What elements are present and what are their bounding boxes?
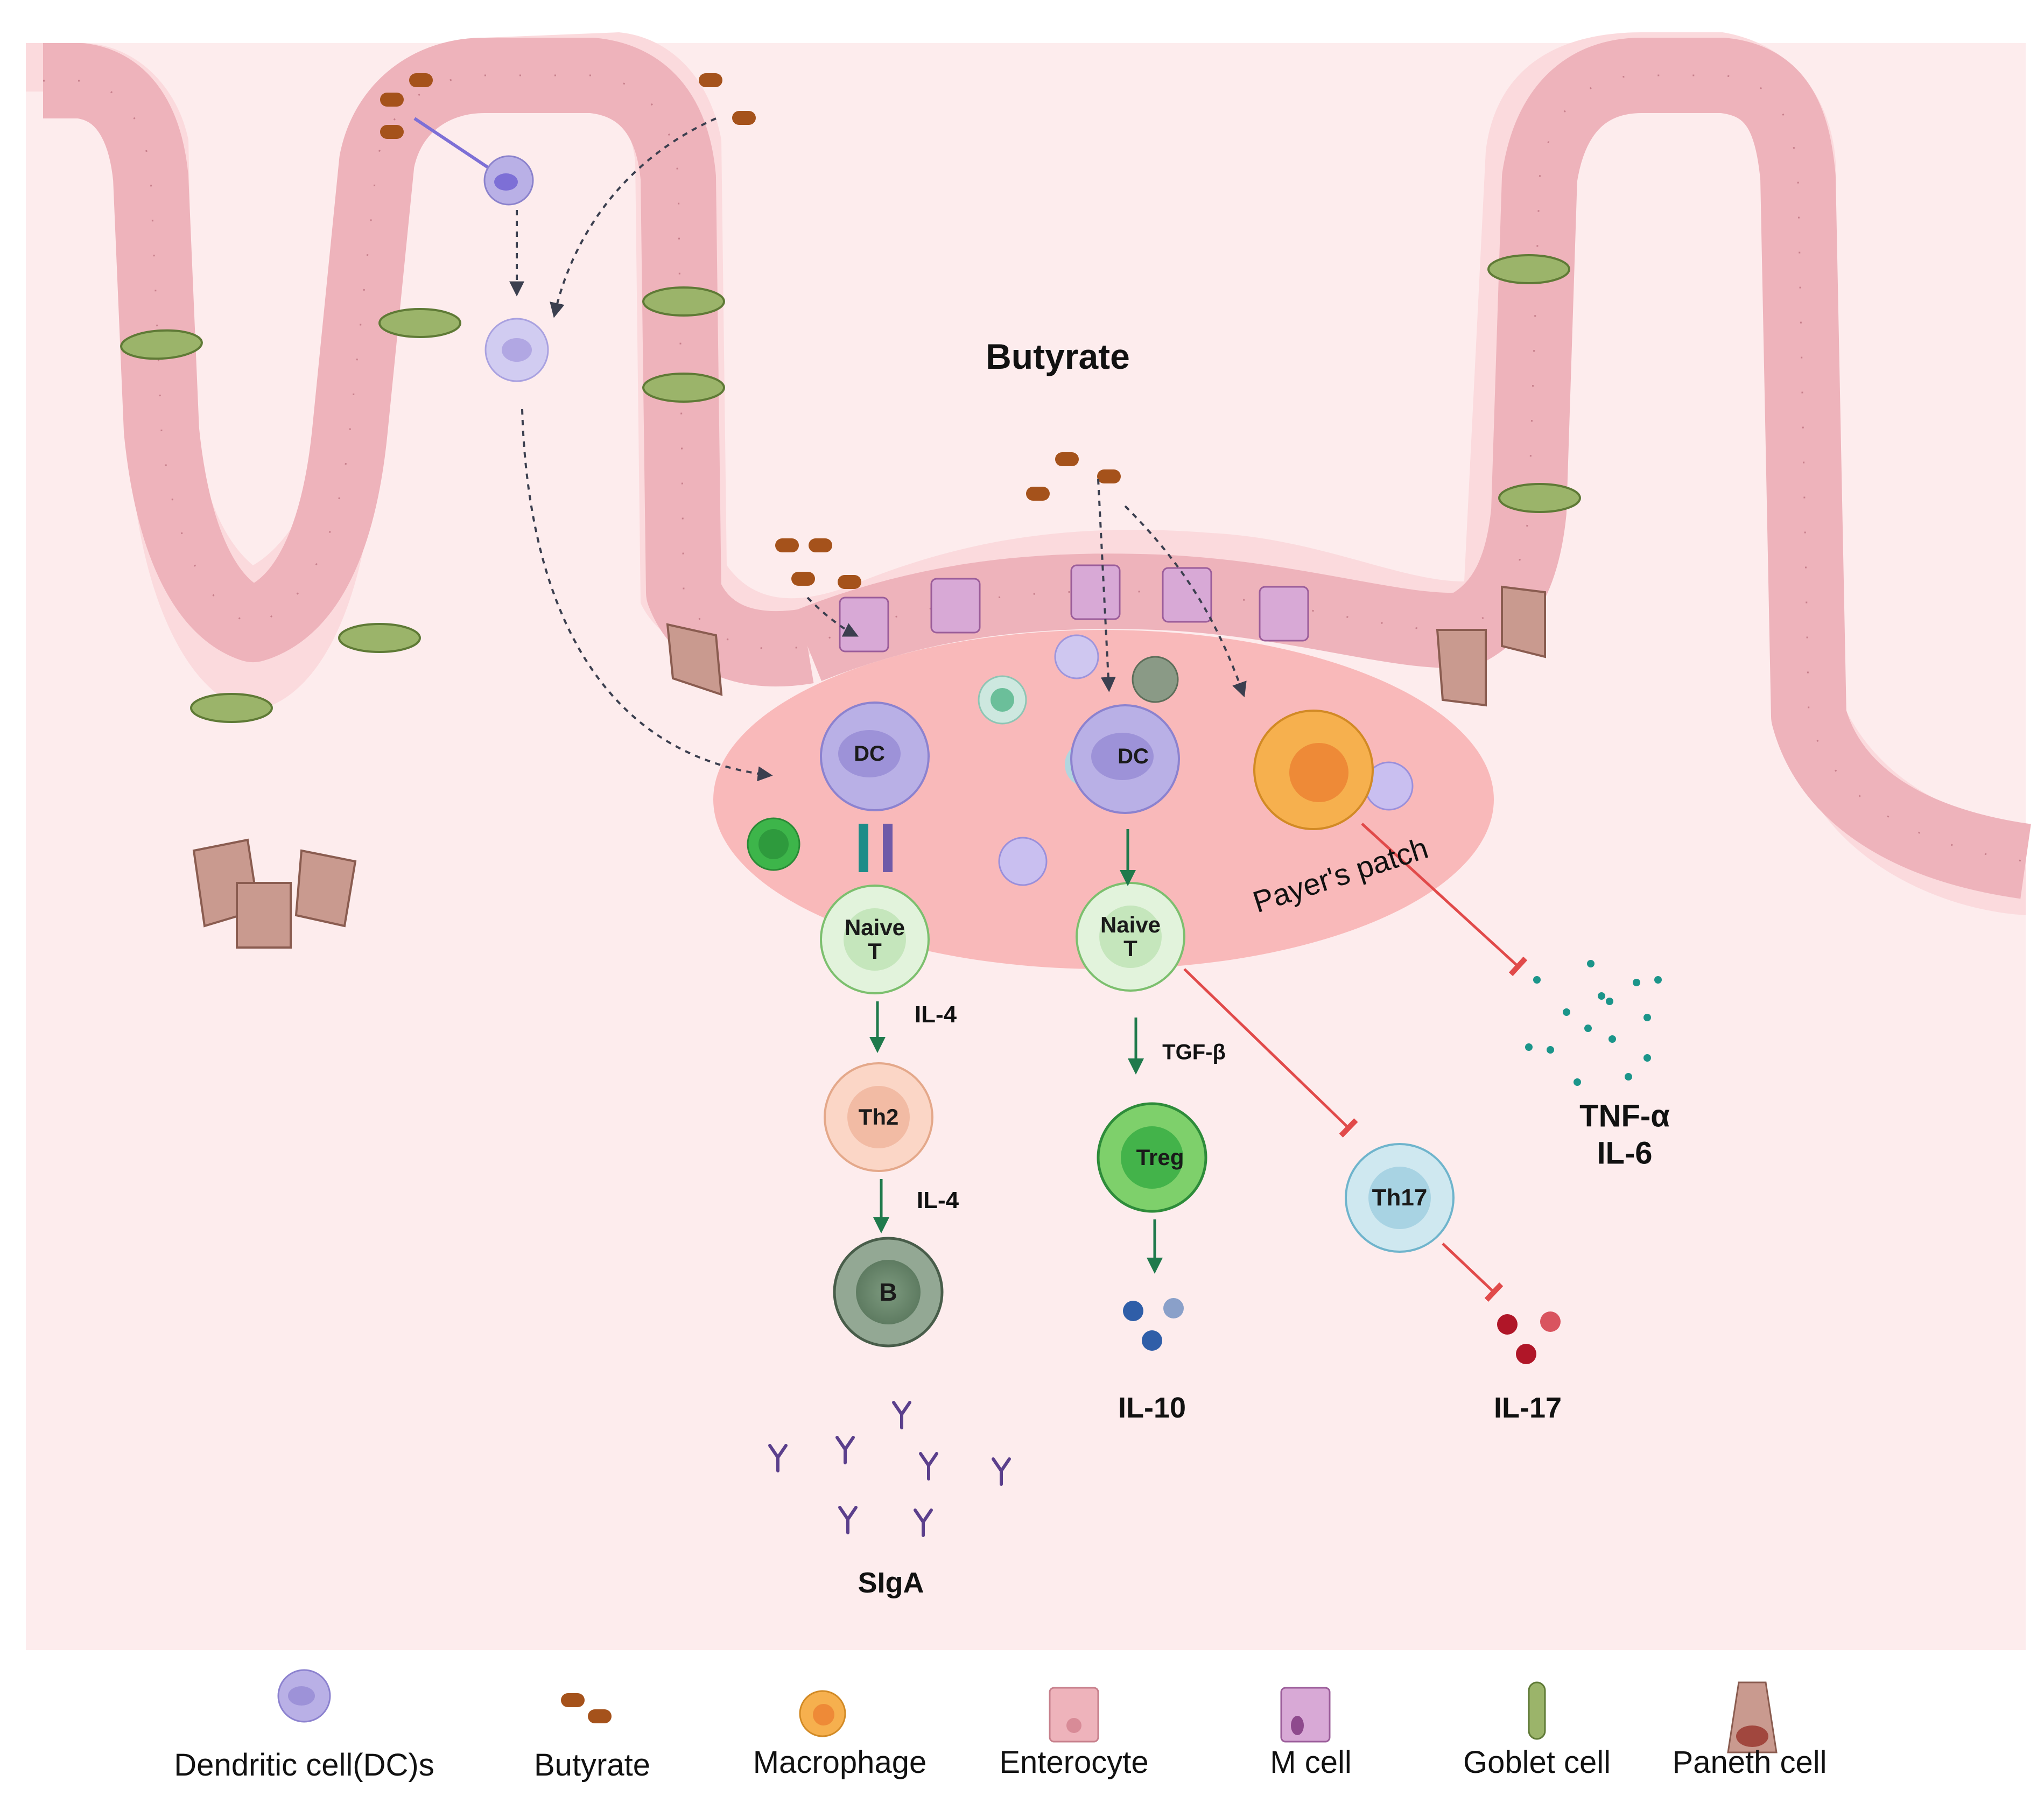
dendritic-cell-icon — [277, 1669, 331, 1723]
naive-t2-label: Naive T — [1100, 913, 1161, 960]
tgfb-label: TGF-β — [1162, 1040, 1226, 1064]
th2-cell — [824, 1062, 933, 1172]
epithelium-middle — [793, 553, 1467, 681]
m-cells — [839, 564, 1309, 653]
paneth-cells — [192, 585, 1546, 949]
legend-macrophage-label: Macrophage — [753, 1745, 927, 1780]
dc-cell-1 — [820, 701, 930, 811]
tnf-il6-cytokines — [1525, 960, 1662, 1086]
butyrate-molecules — [380, 73, 1121, 589]
th2-label: Th2 — [858, 1104, 899, 1129]
naive-t1-line2: T — [868, 938, 882, 964]
dc-cell-2 — [1070, 704, 1180, 814]
paneth-cell-icon — [1727, 1681, 1778, 1753]
dashed-arrows — [509, 117, 1247, 782]
villus-dendritic-cells — [413, 117, 549, 382]
il10-label: IL-10 — [1118, 1392, 1186, 1424]
naive-t1-label: Naive T — [844, 914, 905, 964]
legend-butyrate-label: Butyrate — [534, 1748, 650, 1783]
legend-m-cell-label: M cell — [1270, 1745, 1352, 1780]
legend-paneth-cell-label: Paneth cell — [1672, 1745, 1827, 1780]
treg-cell — [1097, 1102, 1207, 1213]
b-label: B — [879, 1278, 897, 1306]
tcr-mhc-receptors — [859, 824, 893, 872]
il10-cytokines — [1123, 1298, 1184, 1351]
siga-antibodies — [768, 1401, 1011, 1537]
th17-cell — [1345, 1143, 1455, 1253]
il6-label: IL-6 — [1597, 1135, 1653, 1171]
siga-label: SIgA — [858, 1567, 924, 1599]
naive-t2-line1: Naive — [1100, 911, 1161, 937]
il17-cytokines — [1497, 1311, 1561, 1364]
il4-label-2: IL-4 — [916, 1187, 959, 1213]
b-cell — [833, 1237, 944, 1348]
legend-enterocyte-label: Enterocyte — [999, 1745, 1149, 1780]
il4-label-1: IL-4 — [914, 1001, 957, 1028]
treg-label: Treg — [1136, 1144, 1184, 1170]
il17-label: IL-17 — [1493, 1392, 1562, 1424]
goblet-cells — [120, 254, 1581, 723]
legend-dendritic-cell-label: Dendritic cell(DC)s — [174, 1748, 434, 1783]
butyrate-title: Butyrate — [986, 336, 1130, 376]
naive-t-cell-2 — [1076, 882, 1185, 992]
enterocyte-icon — [1049, 1687, 1099, 1743]
th17-label: Th17 — [1372, 1184, 1428, 1211]
naive-t-cell-1 — [820, 885, 930, 994]
inhibition-lines — [1183, 823, 1528, 1302]
legend-goblet-cell-label: Goblet cell — [1463, 1745, 1611, 1780]
dc1-label: DC — [854, 742, 885, 766]
tnfa-label: TNF-α — [1579, 1098, 1670, 1134]
naive-t2-line2: T — [1123, 936, 1137, 961]
dc2-label: DC — [1118, 745, 1149, 768]
goblet-cell-icon — [1528, 1681, 1546, 1740]
naive-t1-line1: Naive — [844, 914, 905, 940]
m-cell-icon — [1280, 1687, 1331, 1743]
butyrate-icon — [561, 1693, 612, 1723]
epithelium-right — [1446, 38, 2032, 899]
activation-arrows — [869, 829, 1163, 1274]
macrophage — [1253, 710, 1374, 830]
macrophage-icon — [799, 1690, 846, 1737]
